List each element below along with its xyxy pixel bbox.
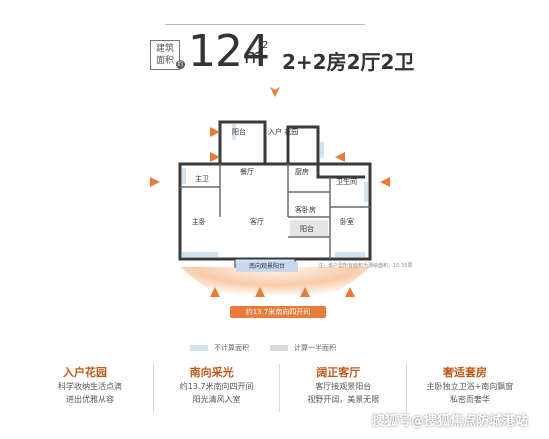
- legend-no-area-text: 不计算面积: [214, 344, 249, 352]
- feature-line: 视野开阔，美景无限: [307, 395, 380, 404]
- room-main-bath: 主卫: [195, 174, 209, 183]
- room-guest-bath: 卫生间: [336, 177, 357, 186]
- layout-type: 2+2房2厅2卫: [282, 50, 415, 74]
- badge-suffix: 约: [176, 60, 185, 69]
- floor-plan: 阳台 入户 花园 餐厅 厨房 主卫 卫生间 主卧 客厅 客卧房 卧室 阳台: [150, 87, 390, 310]
- legend-swatch-gray: [270, 345, 288, 351]
- header-divider: [165, 24, 365, 25]
- room-bedroom: 卧室: [340, 217, 354, 226]
- plan-note: 注：该户型所有面积为测绘面积，15-35层: [318, 263, 413, 269]
- area-unit: m: [244, 44, 264, 68]
- feature-1: 入户花园 科学收纳生活点滴 进出优雅从容: [30, 364, 150, 406]
- area-unit-sup: 2: [262, 40, 269, 51]
- badge-line1: 建筑: [155, 44, 174, 54]
- feature-3: 阔正客厅 客厅接观景阳台 视野开阔，美景无限: [283, 364, 403, 406]
- feature-title: 入户花园: [63, 366, 107, 379]
- feature-title: 阔正客厅: [316, 366, 361, 379]
- room-dining: 餐厅: [240, 167, 254, 176]
- sunlight-arc: [180, 267, 370, 310]
- area-badge: 建筑 面积: [150, 40, 180, 70]
- feature-line: 私密而奢华: [449, 395, 490, 404]
- feature-divider: [152, 364, 154, 412]
- feature-4: 奢适套房 主卧独立卫浴+南向飘窗 私密而奢华: [410, 364, 530, 406]
- badge-line2: 面积: [155, 56, 174, 66]
- feature-line: 客厅接观景阳台: [315, 382, 372, 391]
- room-balcony-small: 阳台: [300, 224, 314, 233]
- feature-line: 进出优雅从容: [66, 395, 114, 404]
- airflow-arrows: [150, 87, 390, 297]
- feature-title: 南向采光: [189, 366, 234, 379]
- small-balcony: [290, 220, 328, 236]
- room-master-bed: 主卧: [192, 217, 206, 226]
- south-balcony-label: 南向观景阳台: [236, 262, 298, 272]
- watermark: 搜狐号@搜狐焦点防城港站: [372, 414, 529, 429]
- feature-title: 奢适套房: [442, 366, 487, 379]
- room-living: 客厅: [250, 217, 264, 226]
- legend-half-area: 计算一半面积: [270, 343, 336, 353]
- feature-line: 阳光清风入室: [192, 395, 241, 404]
- walls: [178, 120, 372, 261]
- feature-line: 科学收纳生活点滴: [58, 382, 122, 391]
- room-kitchen: 厨房: [295, 167, 309, 176]
- features-row: 入户花园 科学收纳生活点滴 进出优雅从容 南向采光 约13.7米南向四开间 阳光…: [30, 364, 530, 412]
- legend-half-area-text: 计算一半面积: [294, 344, 336, 352]
- feature-line: 约13.7米南向四开间: [179, 382, 254, 391]
- legend-no-area: 不计算面积: [190, 343, 249, 353]
- feature-divider: [279, 364, 281, 412]
- windows: [182, 124, 368, 257]
- legend-swatch-blue: [190, 345, 208, 351]
- feature-divider: [406, 364, 408, 412]
- feature-2: 南向采光 约13.7米南向四开间 阳光清风入室: [157, 364, 277, 406]
- feature-line: 主卧独立卫浴+南向飘窗: [426, 382, 514, 391]
- south-span-label: 约13.7米南向四开间: [230, 306, 326, 318]
- room-entry-garden: 入户 花园: [268, 127, 298, 136]
- area-number: 124: [188, 26, 270, 77]
- room-balcony-top: 阳台: [232, 127, 246, 136]
- room-guest-bed: 客卧房: [295, 205, 316, 214]
- interior-walls: [180, 164, 370, 259]
